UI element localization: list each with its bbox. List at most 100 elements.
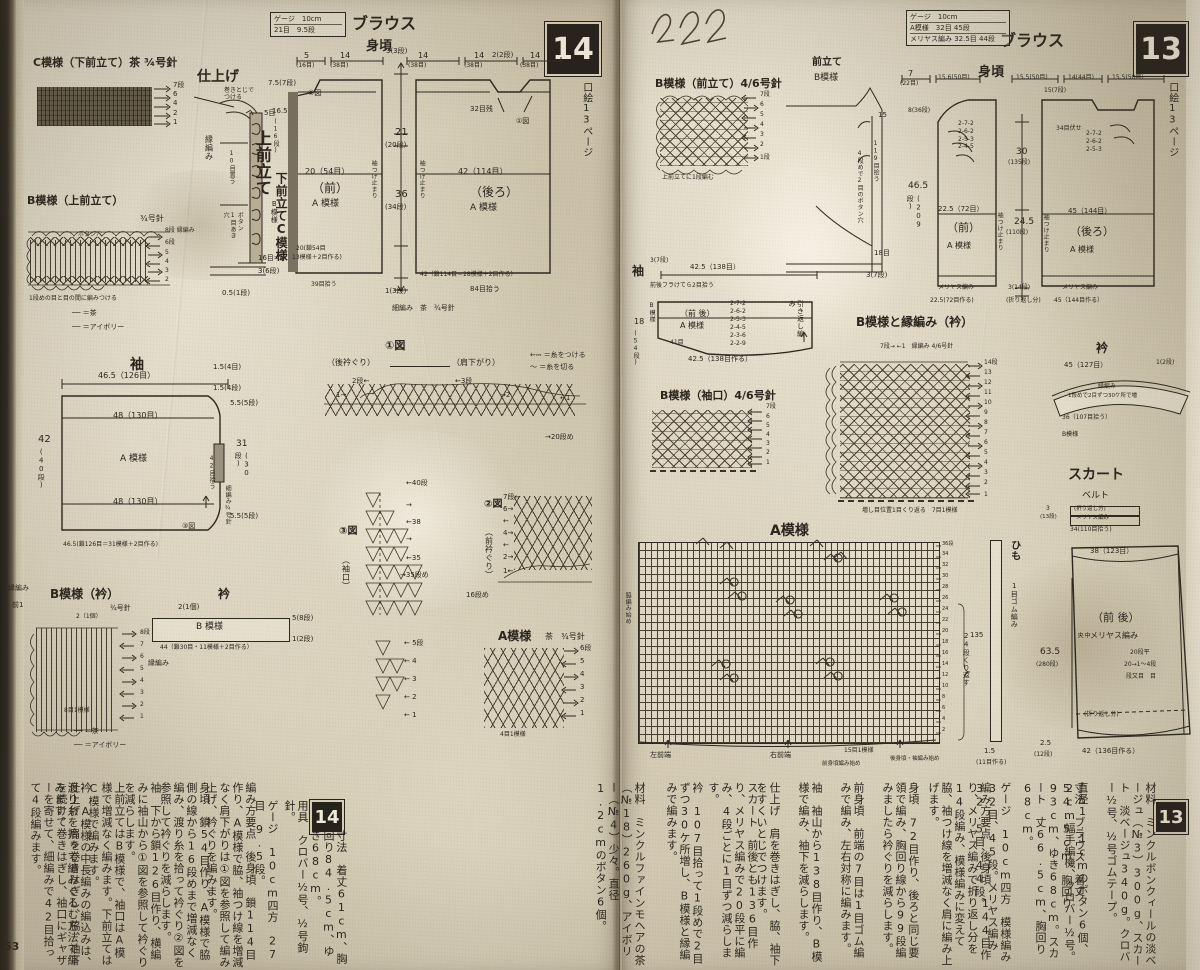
back-body-schematic bbox=[415, 79, 551, 274]
body-dim-14asub: (38目) bbox=[330, 62, 349, 69]
rs-note: 前後フラけてら2目拾う bbox=[650, 282, 714, 289]
a-row-36: 36段 bbox=[942, 541, 954, 547]
right-text-col-4: ゲージ 10cm四方 模様編み32目、45段。メリヤス編み32.5目、44段。 bbox=[972, 782, 1012, 963]
chart1-ref: ①図 bbox=[516, 117, 530, 125]
skirt-center: 中 央 bbox=[1076, 632, 1091, 639]
a-row-18: 18 bbox=[942, 639, 949, 645]
a-pattern-title-right: A模様 bbox=[770, 523, 809, 539]
front-placket-pat: B模様 bbox=[814, 73, 839, 83]
a-row-22: 22 bbox=[942, 617, 949, 623]
a-row-32: 32 bbox=[942, 562, 949, 568]
rb-dim-156: 15.6(50目) bbox=[938, 74, 970, 81]
a-pattern-arrows-left bbox=[561, 647, 579, 720]
chart2-stitch-symbols bbox=[514, 496, 592, 570]
shoulder-slope-dim: 2(2段) bbox=[492, 51, 514, 59]
pattern-number-badge-right: 13 bbox=[1134, 22, 1188, 76]
bc-row-3: 3 bbox=[766, 440, 770, 447]
skirt-fold: (折り返し分) bbox=[1084, 711, 1119, 718]
a-row-4: 4 bbox=[942, 716, 946, 722]
left-text-col-8: 上前立てはB模様で、袖口はA模様で増減なく編みます。下前立てはC模様で編みます。 bbox=[86, 782, 126, 966]
rb-3: 3(14段) bbox=[1008, 284, 1031, 291]
belt-title: ベルト bbox=[1082, 491, 1110, 501]
b-edge-title: B模様と縁編み（衿） bbox=[856, 315, 974, 329]
pattern-number-badge-left: 14 bbox=[545, 22, 601, 76]
badge-caption-left: 口絵13ページ bbox=[580, 82, 592, 158]
collar-curve-right bbox=[1051, 380, 1191, 417]
a-pattern-swatch-left bbox=[484, 648, 564, 728]
bp-row-3: 3 bbox=[760, 131, 764, 138]
b-placket-title: B模様（前立て）4/6号針 bbox=[655, 77, 782, 90]
rs-left-h: 18 bbox=[634, 317, 645, 326]
a-row-26: 26 bbox=[942, 595, 949, 601]
sleeve-55a: 5.5(5段) bbox=[230, 399, 259, 407]
finishing-5sts: 5目 bbox=[264, 109, 276, 117]
belt-rect-1 bbox=[1070, 506, 1140, 517]
bp-row-4: 4 bbox=[760, 121, 764, 128]
chart1-row-2: 2段← bbox=[352, 377, 370, 385]
b-collar-row-7: 7 bbox=[140, 641, 144, 648]
collar-r-top: 45（127目） bbox=[1064, 361, 1108, 369]
rf-neck-dec: 2-7-2 2-6-2 2-5-3 2-4-5 bbox=[958, 120, 974, 151]
bc-row-1: 1 bbox=[766, 459, 770, 466]
rb-dim-155a: 15.5(50目) bbox=[1016, 74, 1048, 81]
right-text-col-10: スカート 前後とも136目作り、メリヤス編みで20段平に編み、4段ごとに1目ずつ… bbox=[706, 782, 759, 959]
b-collar-row-2: 2 bbox=[140, 701, 144, 708]
chart3-row-35: ←35 bbox=[406, 554, 421, 562]
bp-row-1: 1段 bbox=[760, 154, 770, 161]
chart1-title: ①図 bbox=[385, 339, 406, 352]
collar-edge-left: 縁編み bbox=[148, 659, 169, 667]
front-pickup: 39目拾う bbox=[311, 281, 337, 288]
body-dim-14c: 14 bbox=[474, 51, 485, 60]
cord-pat: 1目ゴム編み bbox=[1010, 582, 1019, 628]
b-collar-row-5: 5 bbox=[140, 665, 144, 672]
chart2-row-1: 1← bbox=[503, 567, 514, 575]
a-repeat-note: 24段くり返す bbox=[962, 632, 971, 687]
finishing-title: 仕上げ bbox=[197, 69, 239, 85]
placket-3a: 3(7段) bbox=[866, 271, 888, 279]
chart3-row-3: ← 3 bbox=[404, 675, 417, 683]
be-row-13: 13 bbox=[984, 369, 992, 376]
b-collar-hook: ¾号針 bbox=[110, 604, 131, 612]
body-dim-14bsub: (38目) bbox=[408, 62, 427, 69]
belt-dim-3sub: (13段) bbox=[1040, 514, 1057, 520]
page-number: 53 bbox=[4, 940, 20, 953]
chart2-row-5: ← bbox=[503, 517, 509, 525]
cord-rect bbox=[990, 540, 1002, 742]
a-pattern-symbols bbox=[639, 537, 937, 748]
rf-sleeve-join: 袖つけ止まり bbox=[996, 212, 1004, 251]
finishing-edge-label: 縁編み bbox=[204, 135, 214, 161]
back-neck-sts: 32目残 bbox=[470, 105, 493, 113]
body-dim-14b: 14 bbox=[418, 51, 429, 60]
gauge-row1: 21目 9.5段 bbox=[274, 26, 316, 34]
sleeve-edge-note: 細編み¾号針 bbox=[224, 485, 232, 525]
skirt-h: 63.5 bbox=[1040, 647, 1061, 657]
placket-mid-sub: (16段) bbox=[272, 118, 280, 155]
rs-dec-table: 2-7-2 2-6-2 2-5-3 2-4-5 2-3-6 2-2-9 bbox=[730, 300, 746, 348]
a-bottom-note3: 後身頃・袖編み始め bbox=[890, 756, 940, 762]
c-pattern-title: C模様（下前立て）茶 ¾号針 bbox=[33, 56, 178, 69]
sleeve-pickup: 42目拾う bbox=[208, 455, 216, 490]
collar-top-note: 2(1個) bbox=[178, 603, 200, 611]
be-row-6: 6 bbox=[984, 439, 988, 446]
a-left-row-5: 5 bbox=[580, 657, 585, 665]
belt-note-a: (折り返し分) bbox=[1074, 506, 1106, 512]
left-text-col-1: 材料 ミンクルファインモヘアの茶（№18）260g、アイボリー（№4）少々。直径… bbox=[594, 782, 646, 966]
body-dim-14a: 14 bbox=[340, 51, 351, 60]
sleeve-title-left: 袖 bbox=[130, 357, 144, 373]
gauge-box-left: ゲージ 10cm 21目 9.5段 bbox=[270, 12, 346, 37]
a-pattern-grid bbox=[638, 542, 940, 744]
a-left-row-4: 4 bbox=[580, 670, 585, 678]
rs-b-label: B模様 bbox=[648, 302, 656, 323]
chart1-row-2b: →2 bbox=[500, 391, 511, 399]
bc-row-5: 5 bbox=[766, 422, 770, 429]
chart2-row-6: 6→ bbox=[503, 505, 514, 513]
right-text-col-6: 身頃 72目作り、後ろと同じ要領で編み、胸回り線から99段編みましたら衿ぐりを減… bbox=[880, 782, 920, 959]
chart1-right-label: （肩下がり） bbox=[452, 358, 500, 367]
right-sleeve-schematic bbox=[657, 301, 813, 356]
bp-bottom-note: 上前立てに1段編む bbox=[662, 174, 714, 181]
chart2-row-2: 2→ bbox=[503, 553, 514, 561]
rb-dim-155b: 15.5(50目) bbox=[1112, 74, 1144, 81]
rs-3: 3(7段) bbox=[650, 257, 669, 264]
chart2-title: ②図 bbox=[484, 499, 503, 510]
